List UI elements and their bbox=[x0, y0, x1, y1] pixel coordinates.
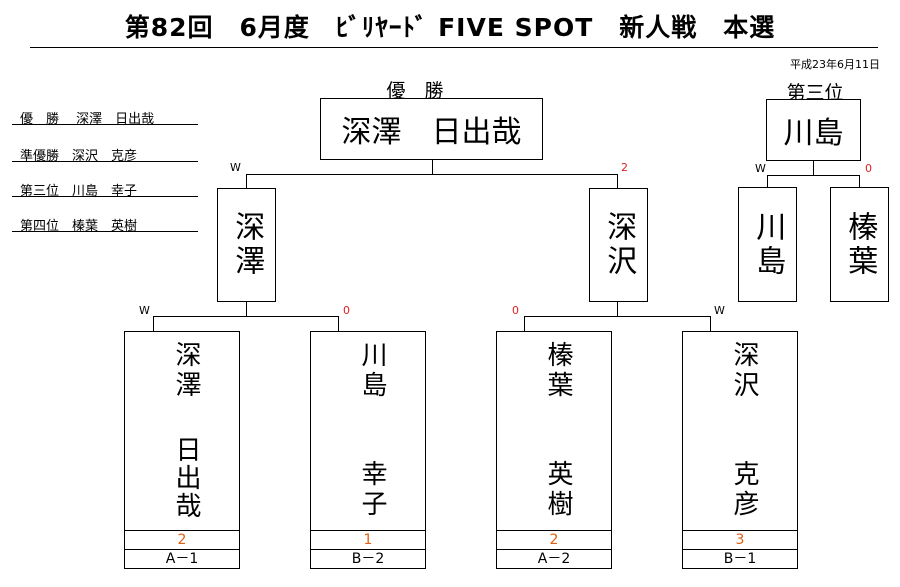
finalist-right-box: 深沢 bbox=[589, 188, 648, 302]
entrant-family-name: 榛葉 bbox=[543, 341, 573, 401]
result-fourth: 第四位 榛葉 英樹 bbox=[20, 219, 138, 234]
bracket-line bbox=[153, 316, 154, 331]
entrant-seed-code: B－1 bbox=[682, 549, 798, 569]
entrant-given-name: 日出哉 bbox=[171, 436, 201, 520]
bracket-line bbox=[524, 316, 525, 331]
result-third: 第三位 川島 幸子 bbox=[20, 184, 138, 199]
entrant-name-box: 榛葉 英樹 bbox=[496, 331, 612, 531]
third-match-left-name: 川島 bbox=[750, 210, 786, 279]
champion-box: 深澤 日出哉 bbox=[320, 98, 543, 160]
entrant-name-box: 深沢 克彦 bbox=[682, 331, 798, 531]
bracket-line bbox=[767, 175, 768, 187]
entrant-family-name: 川島 bbox=[357, 341, 387, 401]
entrant-seed-code: A－2 bbox=[496, 549, 612, 569]
semifinal-2-right-mark: W bbox=[714, 304, 725, 317]
final-right-mark: 2 bbox=[621, 161, 628, 174]
entrant-name-box: 深澤 日出哉 bbox=[124, 331, 240, 531]
entrant-score: 2 bbox=[124, 530, 240, 550]
result-rule bbox=[12, 231, 198, 232]
entrant-score: 3 bbox=[682, 530, 798, 550]
semifinal-2-left-mark: 0 bbox=[512, 304, 519, 317]
final-left-mark: W bbox=[230, 161, 241, 174]
bracket-line bbox=[524, 316, 711, 317]
bracket-line bbox=[767, 175, 860, 176]
result-first: 優 勝 深澤 日出哉 bbox=[20, 112, 155, 127]
third-match-left-box: 川島 bbox=[738, 187, 797, 302]
semifinal-1-right-mark: 0 bbox=[343, 304, 350, 317]
bracket-line bbox=[246, 302, 247, 316]
finalist-left-name: 深澤 bbox=[229, 211, 265, 279]
third-match-right-name: 榛葉 bbox=[842, 210, 878, 279]
finalist-left-box: 深澤 bbox=[217, 188, 276, 302]
result-rule bbox=[12, 161, 198, 162]
entrant-given-name: 幸子 bbox=[357, 460, 387, 520]
entrant-family-name: 深澤 bbox=[171, 341, 201, 401]
entrant-score: 1 bbox=[310, 530, 426, 550]
title-underline bbox=[30, 47, 878, 48]
bracket-line bbox=[338, 316, 339, 331]
finalist-right-name: 深沢 bbox=[601, 211, 637, 279]
bracket-line bbox=[859, 175, 860, 187]
page-title: 第82回 6月度 ﾋﾞﾘﾔｰﾄﾞ FIVE SPOT 新人戦 本選 bbox=[124, 13, 776, 42]
entrant-seed-code: B－2 bbox=[310, 549, 426, 569]
bracket-line bbox=[246, 174, 247, 188]
result-second: 準優勝 深沢 克彦 bbox=[20, 149, 138, 164]
third-place-label: 第三位 bbox=[786, 82, 844, 104]
bracket-line bbox=[617, 302, 618, 316]
bracket-line bbox=[246, 174, 618, 175]
entrant-score: 2 bbox=[496, 530, 612, 550]
third-match-right-box: 榛葉 bbox=[830, 187, 889, 302]
entrant-seed-code: A－1 bbox=[124, 549, 240, 569]
entrant-name-box: 川島 幸子 bbox=[310, 331, 426, 531]
event-date: 平成23年6月11日 bbox=[790, 58, 880, 71]
entrant-family-name: 深沢 bbox=[729, 341, 759, 401]
third-left-mark: W bbox=[755, 162, 766, 175]
result-rule bbox=[12, 124, 198, 125]
entrant-given-name: 克彦 bbox=[729, 460, 759, 520]
third-place-box: 川島 bbox=[766, 99, 861, 161]
bracket-line bbox=[813, 161, 814, 175]
bracket-line bbox=[153, 316, 339, 317]
result-rule bbox=[12, 196, 198, 197]
bracket-line bbox=[710, 316, 711, 331]
bracket-line bbox=[432, 160, 433, 174]
entrant-given-name: 英樹 bbox=[543, 460, 573, 520]
semifinal-1-left-mark: W bbox=[139, 304, 150, 317]
third-right-mark: 0 bbox=[865, 162, 872, 175]
champion-label: 優 勝 bbox=[386, 80, 444, 102]
bracket-line bbox=[617, 174, 618, 188]
